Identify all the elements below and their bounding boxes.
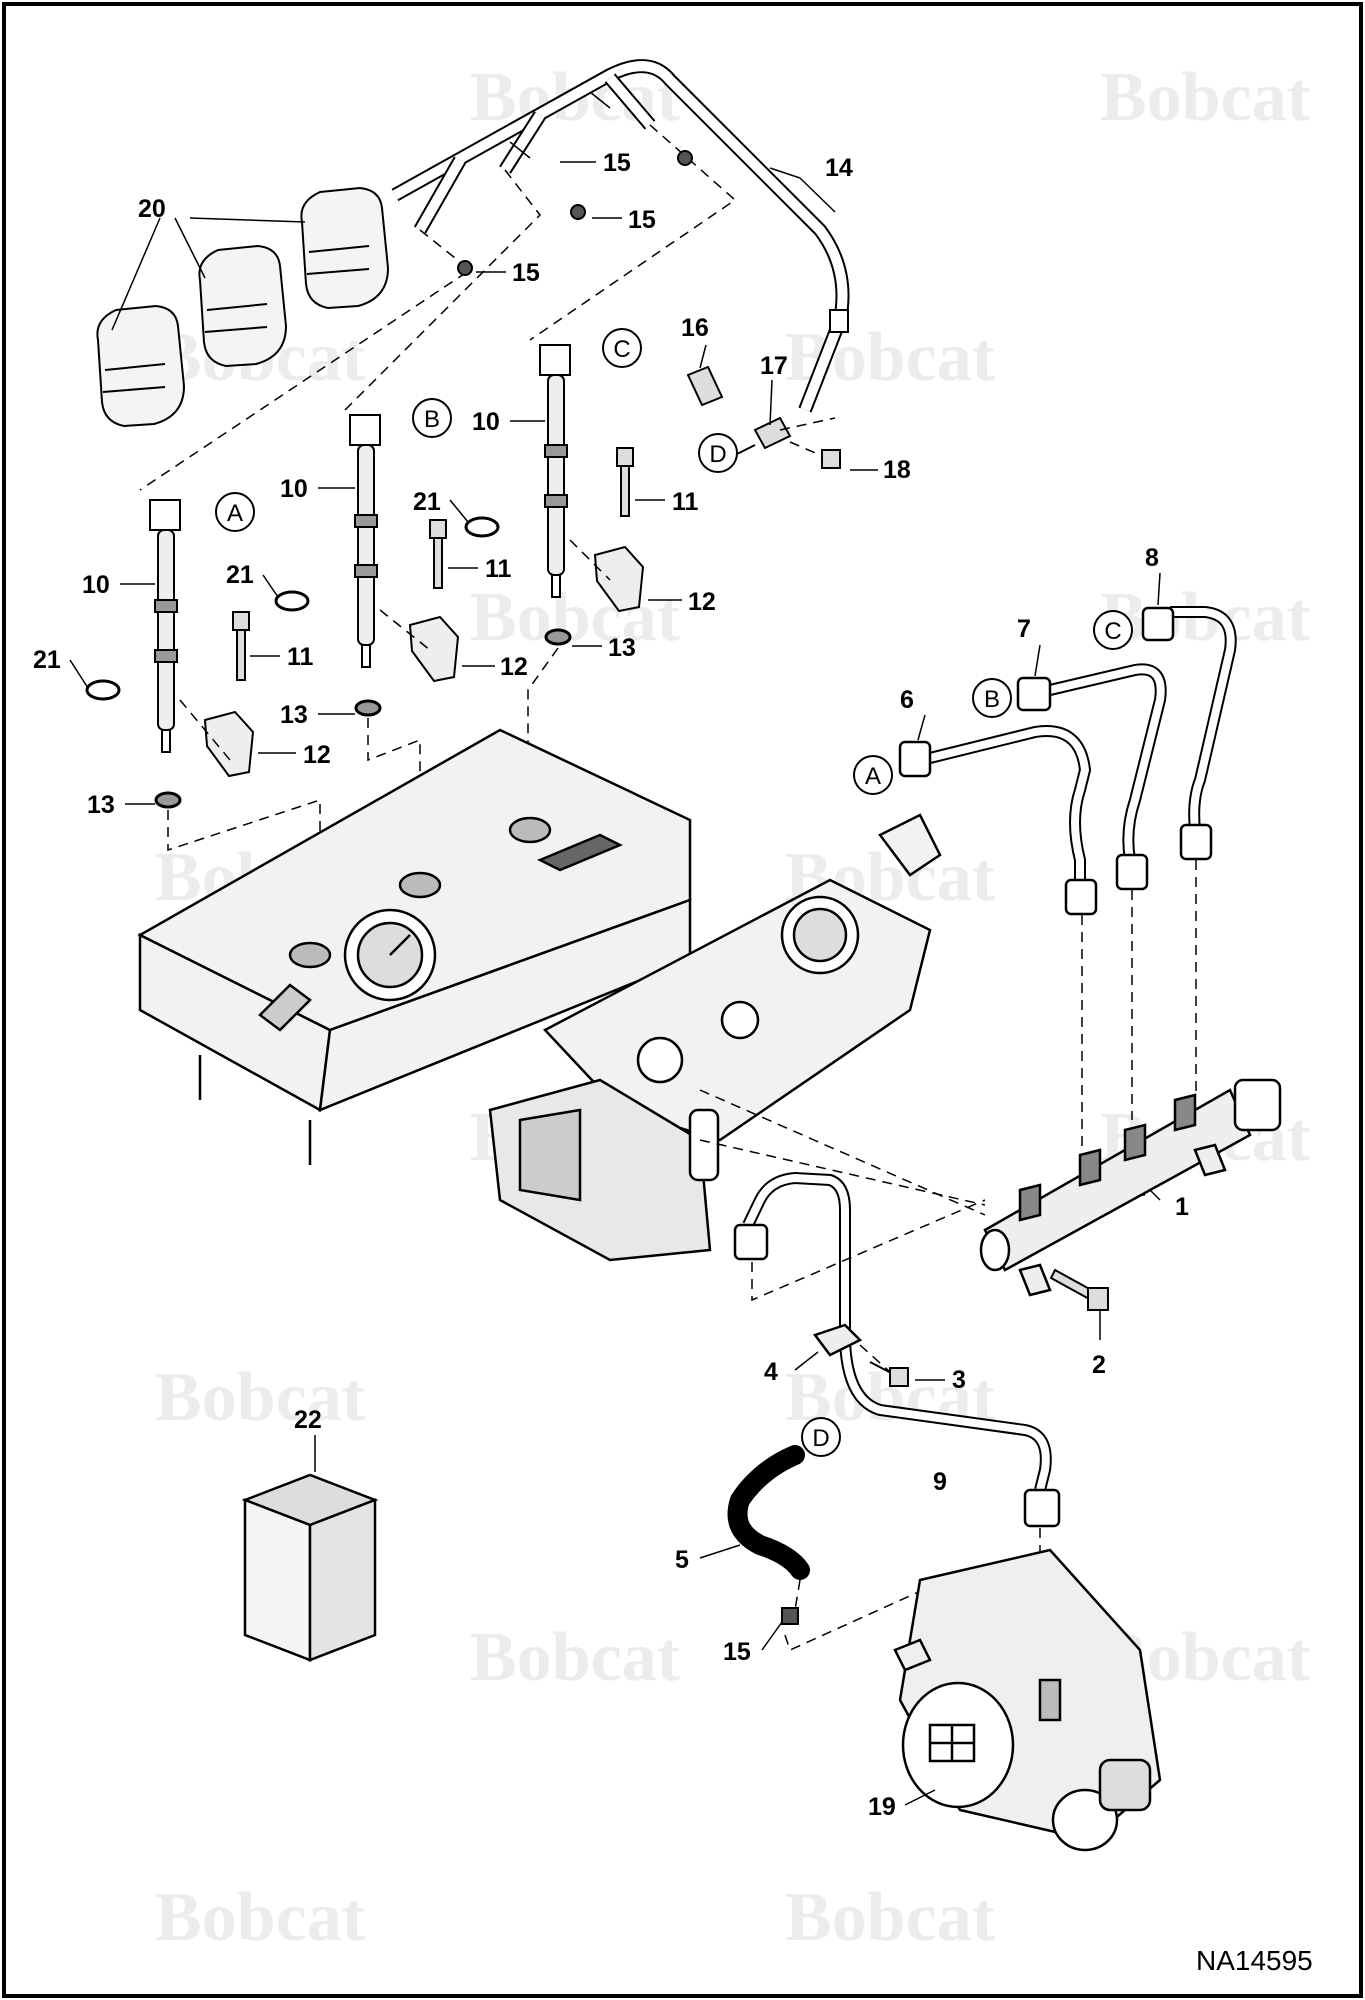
injection-line-6-inner	[929, 727, 1090, 885]
callout-7: 7	[1017, 615, 1031, 643]
connector-marker-b: B	[972, 678, 1012, 718]
watermark-text: Bobcat	[155, 1359, 365, 1436]
callout-11: 11	[287, 643, 314, 671]
callout-17: 17	[760, 352, 788, 380]
valve-17	[734, 416, 792, 456]
callout-12: 12	[303, 741, 331, 769]
bracket-4	[812, 1323, 863, 1357]
watermark-text: Bobcat	[470, 1619, 680, 1696]
fitting-16	[686, 365, 724, 407]
watermark-text: Bobcat	[470, 579, 680, 656]
connector-label: D	[812, 1425, 829, 1452]
callout-10: 10	[280, 475, 308, 503]
injection-line-7-inner	[1049, 665, 1165, 861]
callout-10: 10	[82, 571, 110, 599]
callout-22: 22	[294, 1406, 322, 1434]
callout-19: 19	[868, 1793, 896, 1821]
callout-2: 2	[1092, 1351, 1106, 1379]
leader-lines	[509, 91, 1145, 1196]
seal-13	[154, 628, 572, 809]
injector-10-c	[539, 344, 571, 598]
kit-box-22	[241, 1473, 379, 1662]
callout-21: 21	[413, 488, 441, 516]
callout-14: 14	[825, 154, 853, 182]
callout-10: 10	[472, 408, 500, 436]
callout-16: 16	[681, 314, 709, 342]
bolt-2	[1049, 1268, 1109, 1311]
callout-11: 11	[672, 488, 699, 516]
callout-4: 4	[764, 1358, 778, 1386]
callout-13: 13	[87, 791, 115, 819]
callout-20: 20	[138, 195, 166, 223]
callout-12: 12	[688, 588, 716, 616]
callout-13: 13	[280, 701, 308, 729]
return-hose-5	[727, 1445, 810, 1580]
connector-label: C	[1104, 618, 1121, 645]
fuel-return-line-14	[391, 59, 850, 413]
watermark-text: Bobcat	[785, 1879, 995, 1956]
line-nuts	[898, 606, 1213, 916]
feed-line-nuts	[733, 1223, 1061, 1528]
connector-marker-d: D	[801, 1417, 841, 1457]
injector-covers-20	[96, 186, 390, 428]
callout-21: 21	[226, 561, 254, 589]
connector-label: B	[424, 406, 440, 433]
o-ring-21	[85, 516, 500, 701]
return-line-guides	[139, 124, 737, 491]
callout-labels: 1 2 3 4 5 6 7 8 9 10 10 10 11 11 11 12 1…	[33, 149, 1189, 1821]
hold-down-clamp-12	[203, 545, 645, 778]
callout-1: 1	[1175, 1193, 1189, 1221]
clamp-15	[457, 150, 693, 276]
callout-11: 11	[485, 555, 512, 583]
callout-15: 15	[603, 149, 631, 177]
bolt-11	[232, 447, 634, 681]
callout-12: 12	[500, 653, 528, 681]
bolt-18	[821, 449, 841, 469]
connector-label: C	[613, 336, 630, 363]
cylinder-head-cover	[137, 728, 692, 1165]
injector-10-a	[149, 499, 181, 753]
connector-marker-b: B	[412, 398, 452, 438]
hose-guides	[784, 1579, 946, 1652]
clamp-15-hose	[781, 1607, 799, 1625]
connector-label: A	[865, 763, 881, 790]
callout-8: 8	[1145, 544, 1159, 572]
callout-15: 15	[723, 1638, 751, 1666]
callout-5: 5	[675, 1546, 689, 1574]
watermark-text: Bobcat	[1100, 59, 1310, 136]
connector-label: B	[984, 686, 1000, 713]
manifold-guides	[699, 1089, 986, 1216]
callout-13: 13	[608, 634, 636, 662]
bolt-3	[869, 1361, 909, 1387]
connector-marker-d: D	[698, 433, 738, 473]
callout-15: 15	[628, 206, 656, 234]
callout-15: 15	[512, 259, 540, 287]
callout-18: 18	[883, 456, 911, 484]
fuel-rail-1	[979, 1078, 1282, 1297]
injection-pump-19	[893, 1548, 1162, 1852]
callout-3: 3	[952, 1366, 966, 1394]
leader-20	[111, 217, 306, 331]
connector-marker-a: A	[853, 755, 893, 795]
connector-label: A	[227, 500, 243, 527]
figure-code: NA14595	[1196, 1945, 1313, 1976]
connector-marker-c: C	[602, 328, 642, 368]
callout-6: 6	[900, 686, 914, 714]
injection-line-8-inner	[1170, 608, 1235, 831]
injector-10-b	[349, 414, 381, 668]
rail-line-guides	[1081, 860, 1197, 1150]
watermark-text: Bobcat	[155, 1879, 365, 1956]
callout-leaders	[69, 161, 1161, 1806]
connector-marker-a: A	[215, 492, 255, 532]
connector-label: D	[709, 441, 726, 468]
connector-marker-c: C	[1093, 610, 1133, 650]
callout-21: 21	[33, 646, 61, 674]
valve-guides	[779, 417, 836, 456]
throttle-body	[488, 1078, 720, 1262]
callout-9: 9	[933, 1468, 947, 1496]
